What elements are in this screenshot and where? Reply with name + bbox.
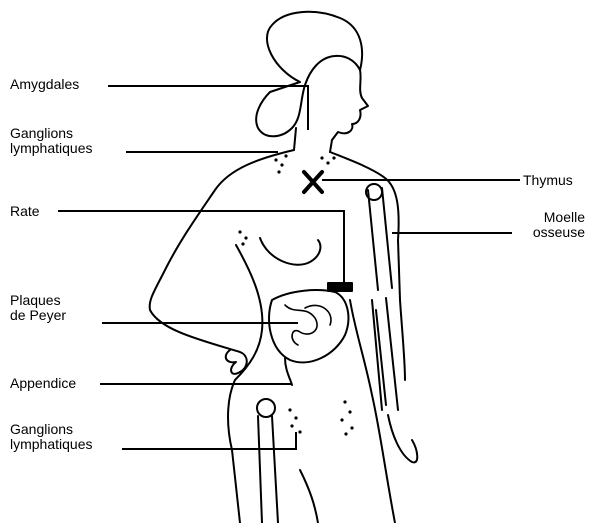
large-intestine	[269, 290, 348, 362]
label-appendice: Appendice	[10, 376, 76, 391]
appendix-outline	[285, 358, 292, 385]
neck-outline	[294, 128, 296, 150]
spleen-shape	[328, 283, 352, 291]
femur-shaft	[258, 416, 278, 523]
label-ganglions-lymphatiques-bottom: Ganglions lymphatiques	[10, 422, 93, 452]
label-plaques-de-peyer: Plaques de Peyer	[10, 293, 66, 323]
label-plaques-line1: Plaques	[10, 293, 66, 308]
label-moelle-line2: osseuse	[533, 225, 585, 240]
small-intestine	[285, 305, 331, 345]
breast-outline	[260, 238, 320, 265]
humerus-right	[368, 188, 392, 290]
leader-amygdales	[108, 86, 308, 130]
label-moelle-line1: Moelle	[533, 210, 585, 225]
label-ganglions-bottom-line2: lymphatiques	[10, 437, 93, 452]
right-hand	[388, 415, 417, 462]
forearm-bones	[372, 298, 398, 410]
hip-right	[350, 300, 395, 523]
thymus-shape	[304, 172, 322, 192]
label-ganglions-top-line2: lymphatiques	[10, 141, 93, 156]
label-thymus: Thymus	[523, 173, 573, 188]
label-ganglions-bottom-line1: Ganglions	[10, 422, 93, 437]
label-moelle-osseuse: Moelle osseuse	[533, 210, 585, 240]
leg-inner	[300, 470, 318, 523]
label-amygdales: Amygdales	[10, 77, 79, 92]
femur-head	[257, 399, 275, 417]
hair-outline	[256, 12, 362, 136]
left-arm-inner	[226, 350, 240, 374]
face-outline	[330, 70, 368, 152]
label-plaques-line2: de Peyer	[10, 308, 66, 323]
label-ganglions-lymphatiques-top: Ganglions lymphatiques	[10, 126, 93, 156]
leader-ganglions-bas	[122, 432, 296, 449]
leader-rate	[58, 211, 344, 282]
label-ganglions-top-line1: Ganglions	[10, 126, 93, 141]
label-rate: Rate	[10, 204, 40, 219]
